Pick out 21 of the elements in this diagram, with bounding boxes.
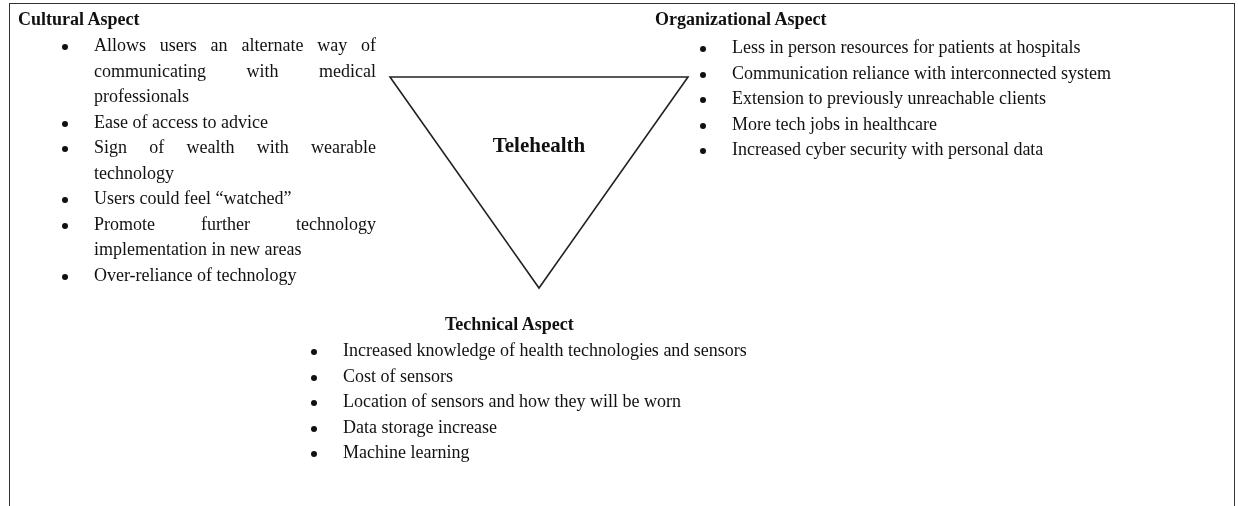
bullet-item: Increased cyber security with personal data (697, 137, 1238, 163)
bullet-item: Ease of access to advice (59, 109, 376, 135)
bullet-item: Increased knowledge of health technologies and sensors (308, 338, 795, 364)
bullet-item: Communication reliance with interconnected system (697, 60, 1238, 86)
bullet-item: Data storage increase (308, 414, 795, 440)
bullet-item: Location of sensors and how they will be worn (308, 389, 795, 415)
bullet-item: Sign of wealth with wearable technology (59, 135, 376, 186)
bullet-item: More tech jobs in healthcare (697, 111, 1238, 137)
bullet-item: Promote further technology implementation in new areas (59, 211, 376, 263)
section-heading: Technical Aspect (445, 313, 574, 335)
section-heading: Organizational Aspect (655, 8, 827, 30)
node-label: Telehealth (491, 133, 587, 158)
bullet-item: Over-reliance of technology (59, 262, 376, 288)
bullet-item: Machine learning (308, 440, 795, 466)
triangle-node (388, 75, 690, 291)
section-heading: Cultural Aspect (18, 8, 140, 30)
bullet-item: Extension to previously unreachable clients (697, 86, 1238, 112)
bullet-item: Less in person resources for patients at hospitals (697, 35, 1238, 61)
bullet-item: Allows users an alternate way of communicating with medical professionals (59, 33, 376, 110)
bullet-item: Users could feel “watched” (59, 186, 376, 212)
bullet-item: Cost of sensors (308, 363, 795, 389)
